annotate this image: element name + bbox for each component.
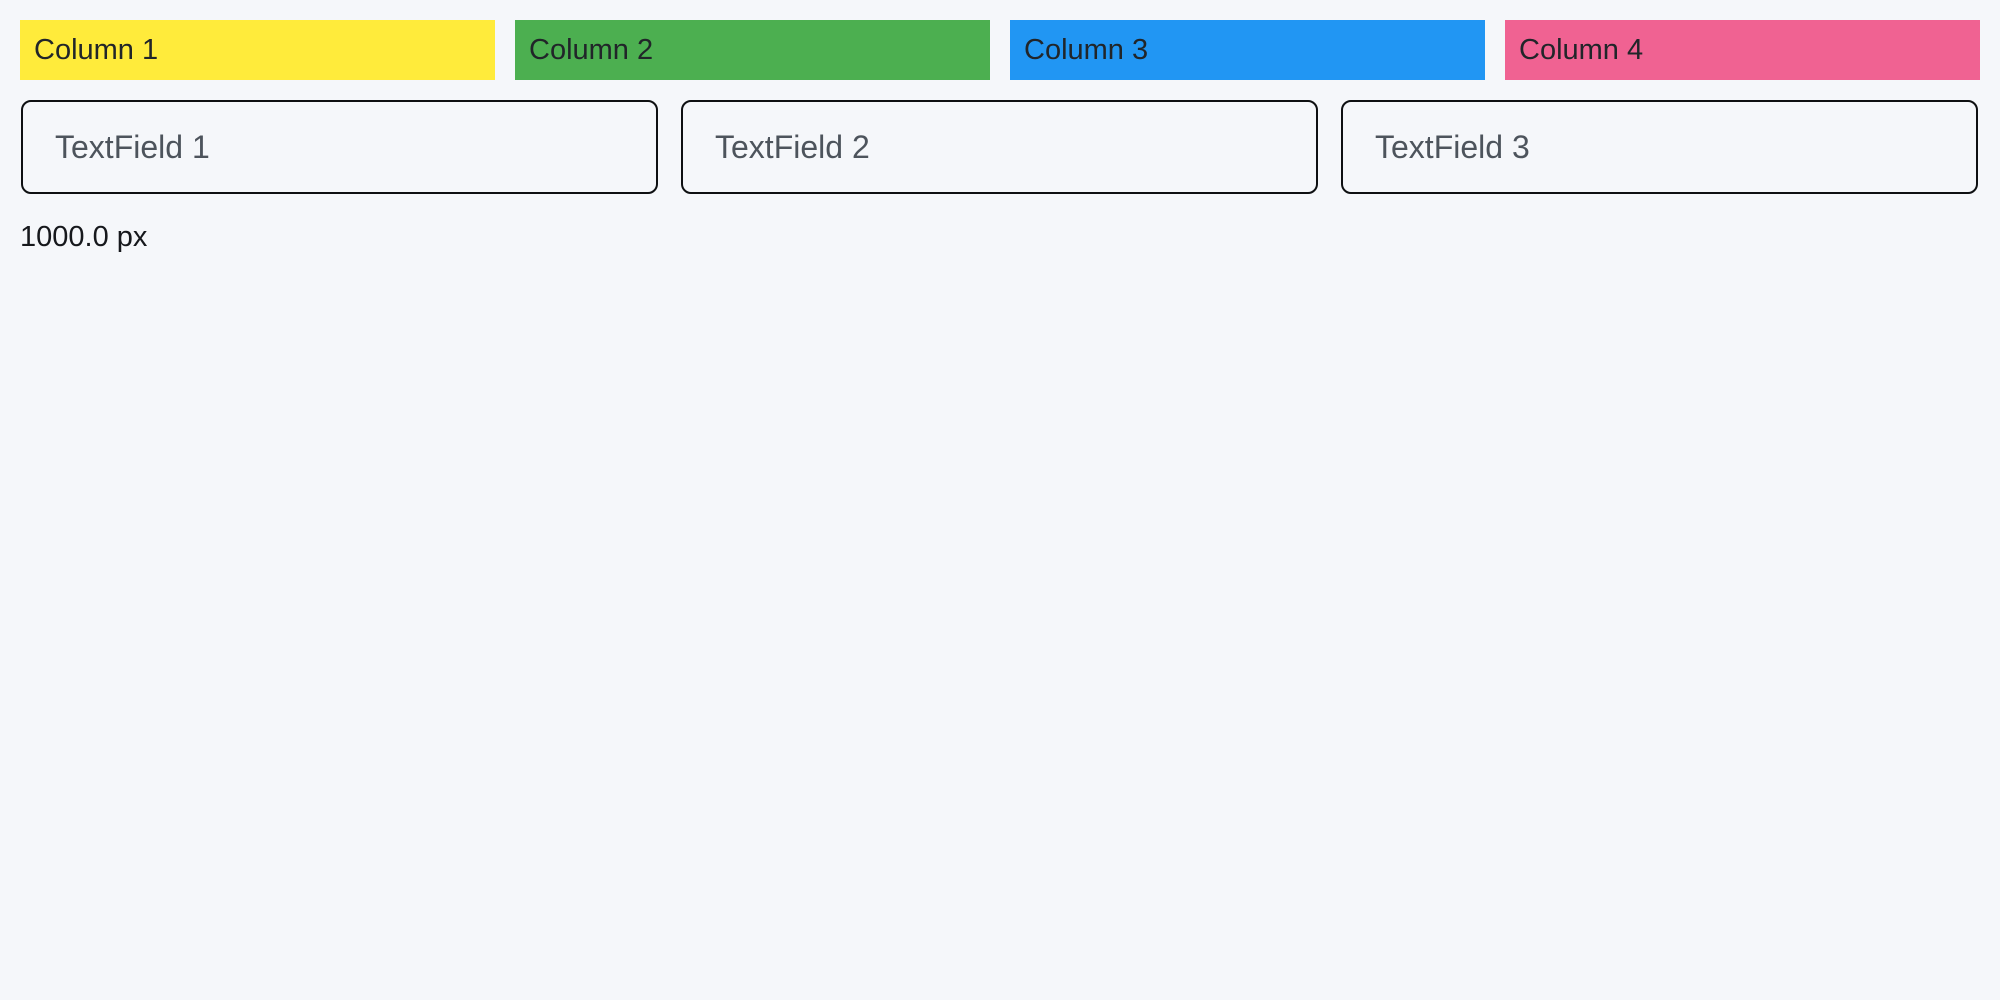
column-3: Column 3 <box>1010 20 1485 80</box>
columns-row: Column 1 Column 2 Column 3 Column 4 <box>0 0 2000 80</box>
width-label: 1000.0 px <box>20 221 148 253</box>
column-3-label: Column 3 <box>1024 33 1149 66</box>
textfield-3[interactable] <box>1341 100 1978 194</box>
column-1-label: Column 1 <box>34 33 159 66</box>
column-1: Column 1 <box>20 20 495 80</box>
column-4: Column 4 <box>1505 20 1980 80</box>
column-2-label: Column 2 <box>529 33 654 66</box>
textfield-1[interactable] <box>21 100 658 194</box>
column-4-label: Column 4 <box>1519 33 1644 66</box>
column-2: Column 2 <box>515 20 990 80</box>
textfield-2[interactable] <box>681 100 1318 194</box>
textfields-row <box>0 80 2000 194</box>
